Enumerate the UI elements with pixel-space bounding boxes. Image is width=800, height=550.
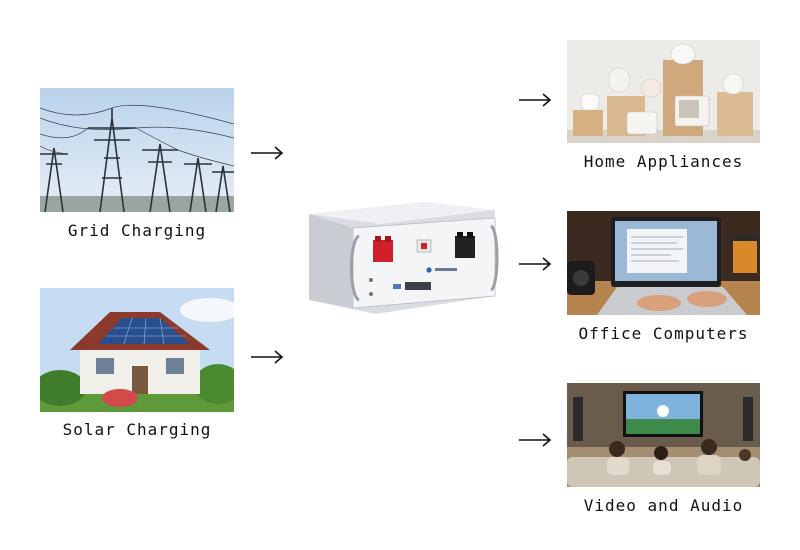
office-computers-image <box>567 211 760 315</box>
video-and-audio-image <box>567 383 760 487</box>
right-arrow-icon <box>518 93 552 107</box>
right-arrow-icon <box>250 350 284 364</box>
grid-charging-label: Grid Charging <box>67 221 207 240</box>
office-computers-label: Office Computers <box>578 324 749 343</box>
rack-battery-image <box>305 200 499 320</box>
grid-charging-image <box>40 88 234 212</box>
solar-charging-label: Solar Charging <box>62 420 212 439</box>
home-appliances-label: Home Appliances <box>583 152 744 171</box>
video-and-audio-label: Video and Audio <box>583 496 744 515</box>
right-arrow-icon <box>518 257 552 271</box>
right-arrow-icon <box>518 433 552 447</box>
home-appliances-image <box>567 40 760 143</box>
right-arrow-icon <box>250 146 284 160</box>
solar-charging-image <box>40 288 234 412</box>
